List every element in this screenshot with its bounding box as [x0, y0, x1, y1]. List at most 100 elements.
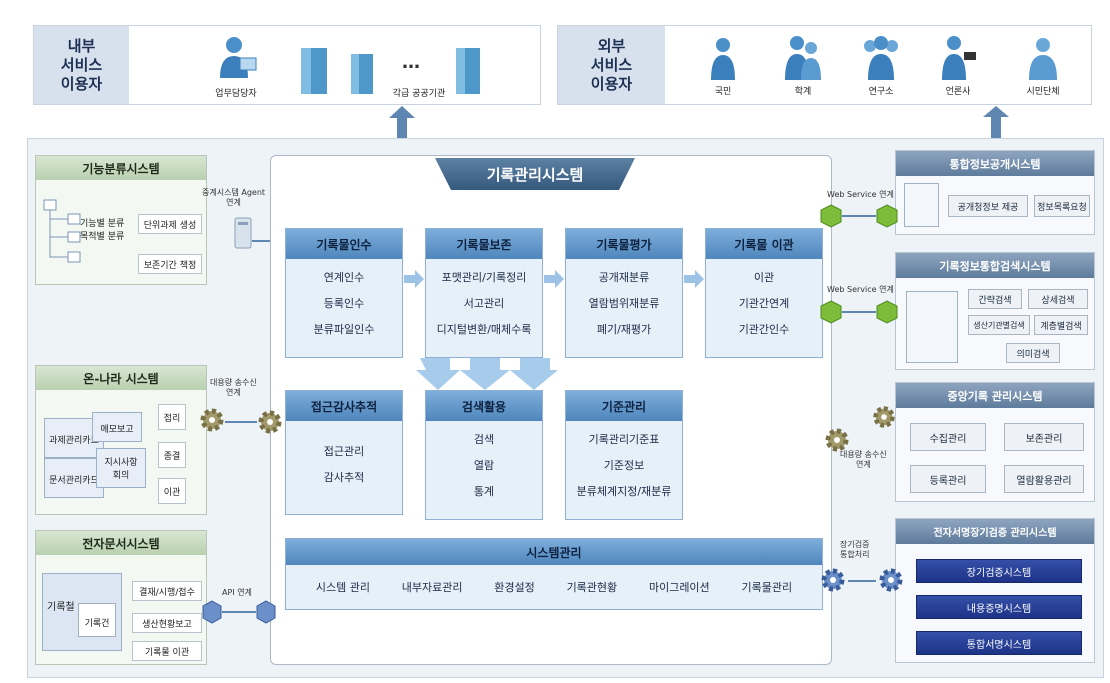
- hexagon-icon: [820, 300, 842, 324]
- module-item: 환경설정: [494, 581, 535, 594]
- module-title: 기록물보존: [426, 229, 542, 259]
- module-title: 접근감사추적: [286, 391, 402, 421]
- panel-title: 중앙기록 관리시스템: [896, 383, 1094, 408]
- panel-title: 통합정보공개시스템: [896, 151, 1094, 176]
- building-icon: [301, 48, 327, 94]
- module-item: 분류파일인수: [313, 323, 375, 336]
- module-standard: 기준관리 기록관리기준표 기준정보 분류체계지정/재분류: [565, 390, 683, 520]
- search-type-tag: 간략검색: [968, 289, 1022, 309]
- staff-person-icon: [220, 37, 257, 78]
- search-type-tag: 상세검색: [1028, 289, 1088, 309]
- api-link-label: API 연계: [222, 588, 252, 597]
- esign-connector-line: [848, 580, 876, 582]
- doc-card: 메모보고: [92, 412, 142, 442]
- hexagon-icon: [202, 600, 222, 624]
- esign-system-button: 내용증명시스템: [916, 595, 1082, 619]
- external-connector-arrow: [983, 106, 1009, 151]
- panel-title: 전자문서시스템: [36, 531, 206, 555]
- info-list-tag: 정보목록요청: [1034, 195, 1090, 217]
- archive-function-tag: 보존관리: [1004, 423, 1084, 451]
- screen-thumbnail: [906, 291, 958, 363]
- tree-label: 목적별 분류: [80, 232, 125, 242]
- panel-title: 기록정보통합검색시스템: [896, 253, 1094, 278]
- onnara-panel: 온-나라 시스템 과제관리카드 메모보고 문서관리카드 지시사항 회의 접리 종…: [35, 365, 207, 515]
- panel-title: 전자서명장기검증 관리시스템: [896, 519, 1094, 544]
- screen-thumbnail: [904, 183, 939, 227]
- open-info-panel: 통합정보공개시스템 공개청정보 제공 정보목록요청: [895, 150, 1095, 235]
- gear-icon: [258, 410, 282, 434]
- internal-users-label: 내부 서비스 이용자: [34, 26, 129, 104]
- module-item: 감사추적: [323, 471, 365, 484]
- bulk-transfer-label: 대용량 송수신 연계: [840, 450, 887, 469]
- module-search: 검색활용 검색 열람 통계: [425, 390, 543, 520]
- esign-system-button: 통합서명시스템: [916, 631, 1082, 655]
- module-item: 포맷관리/기록정리: [441, 271, 527, 284]
- hexagon-icon: [820, 204, 842, 228]
- external-users-bar: 외부 서비스 이용자 국민 학계 연구소 언론사 시민단체: [557, 25, 1092, 105]
- flow-arrow-icon: [684, 270, 704, 288]
- research-group-icon: [864, 36, 898, 80]
- hexagon-icon: [876, 300, 898, 324]
- esign-panel: 전자서명장기검증 관리시스템 장기검증시스템 내용증명시스템 통합서명시스템: [895, 518, 1095, 663]
- module-item: 분류체계지정/재분류: [576, 485, 672, 498]
- unit-task-create-tag: 단위과제 생성: [138, 214, 202, 234]
- agent-server-icon: [234, 217, 252, 249]
- module-item: 이관: [753, 271, 775, 284]
- web-connector-line: [842, 311, 876, 313]
- approval-tag: 결재/시행/접수: [132, 581, 202, 601]
- tree-icon: [43, 199, 81, 263]
- down-arrow-icon: [416, 358, 558, 390]
- flow-arrow-icon: [404, 270, 424, 288]
- tree-label: 기능별 분류: [80, 219, 125, 229]
- module-transfer: 기록물 이관 이관 기관간연계 기관간인수: [705, 228, 823, 358]
- external-users-label: 외부 서비스 이용자: [558, 26, 665, 104]
- ext-user-label: 시민단체: [1026, 87, 1060, 97]
- module-item: 기록관리기준표: [588, 433, 660, 446]
- module-title: 시스템관리: [286, 539, 822, 565]
- building-icon: [351, 54, 373, 94]
- module-item: 기준정보: [603, 459, 645, 472]
- module-item: 열람범위재분류: [588, 297, 660, 310]
- search-type-tag: 의미검색: [1006, 343, 1060, 363]
- ext-user-label: 국민: [714, 87, 732, 97]
- status-tag: 접리: [158, 404, 186, 430]
- internal-user2-label: 각급 공공기관: [392, 89, 446, 99]
- gear-icon: [879, 568, 903, 592]
- ext-user-label: 언론사: [945, 87, 971, 97]
- status-tag: 종결: [158, 442, 186, 468]
- api-connector-line: [222, 611, 256, 613]
- more-dots: …: [402, 52, 420, 73]
- module-item: 접근관리: [323, 445, 365, 458]
- module-item: 연계인수: [323, 271, 365, 284]
- central-archive-panel: 중앙기록 관리시스템 수집관리 보존관리 등록관리 열람활용관리: [895, 382, 1095, 502]
- module-intake: 기록물인수 연계인수 등록인수 분류파일인수: [285, 228, 403, 358]
- module-item: 열람: [473, 459, 495, 472]
- search-type-tag: 생산기관별검색: [968, 315, 1030, 335]
- module-system-mgmt: 시스템관리 시스템 관리 내부자료관리 환경설정 기록관현황 마이그레이션 기록…: [285, 538, 823, 610]
- building-icon: [456, 48, 480, 94]
- module-item: 내부자료관리: [401, 581, 463, 594]
- module-item: 마이그레이션: [648, 581, 710, 594]
- ext-user-label: 연구소: [868, 87, 894, 97]
- module-item: 등록인수: [323, 297, 365, 310]
- internal-users-bar: 내부 서비스 이용자 업무담당자 … 각급 공공기관: [33, 25, 541, 105]
- module-title: 기록물인수: [286, 229, 402, 259]
- doc-card: 문서관리카드: [44, 458, 104, 498]
- module-item: 공개재분류: [598, 271, 650, 284]
- module-title: 기록물평가: [566, 229, 682, 259]
- gear-icon: [873, 406, 895, 428]
- esign-system-button: 장기검증시스템: [916, 559, 1082, 583]
- module-preserve: 기록물보존 포맷관리/기록정리 서고관리 디지털변환/매체수록: [425, 228, 543, 358]
- panel-title: 온-나라 시스템: [36, 366, 206, 390]
- internal-connector-arrow: [389, 106, 415, 156]
- citizen-icon: [711, 38, 735, 80]
- record-item: 기록건: [78, 603, 116, 637]
- bulk-connector-line: [225, 421, 257, 423]
- internal-user1-label: 업무담당자: [215, 89, 257, 99]
- module-title: 기준관리: [566, 391, 682, 421]
- panel-title: 기능분류시스템: [36, 156, 206, 180]
- module-evaluate: 기록물평가 공개재분류 열람범위재분류 폐기/재평가: [565, 228, 683, 358]
- module-item: 기관간연계: [738, 297, 790, 310]
- module-item: 폐기/재평가: [596, 323, 652, 336]
- function-classification-panel: 기능분류시스템 기능별 분류 목적별 분류 단위과제 생성 보존기간 책정: [35, 155, 207, 285]
